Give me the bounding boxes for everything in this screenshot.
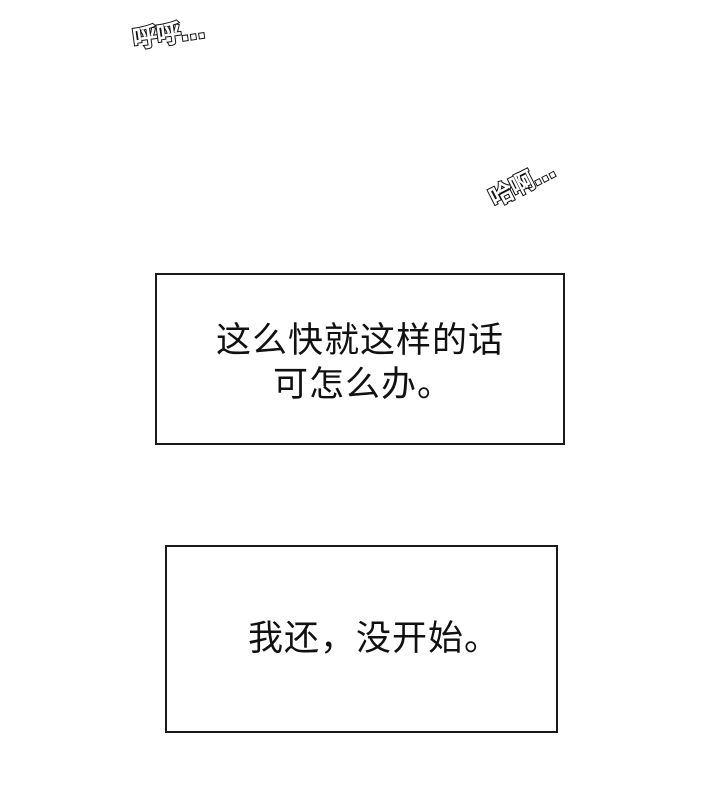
sound-effect-huhu: 呼呼… <box>130 14 207 55</box>
caption-line: 这么快就这样的话 <box>216 321 505 361</box>
caption-box-2: 我还，没开始。 <box>165 545 558 733</box>
sound-effect-haa: 哈啊… <box>484 155 560 213</box>
caption-line: 可怎么办。 <box>273 365 454 405</box>
caption-line: 我还，没开始。 <box>248 619 501 659</box>
caption-box-1: 这么快就这样的话 可怎么办。 <box>155 273 565 445</box>
